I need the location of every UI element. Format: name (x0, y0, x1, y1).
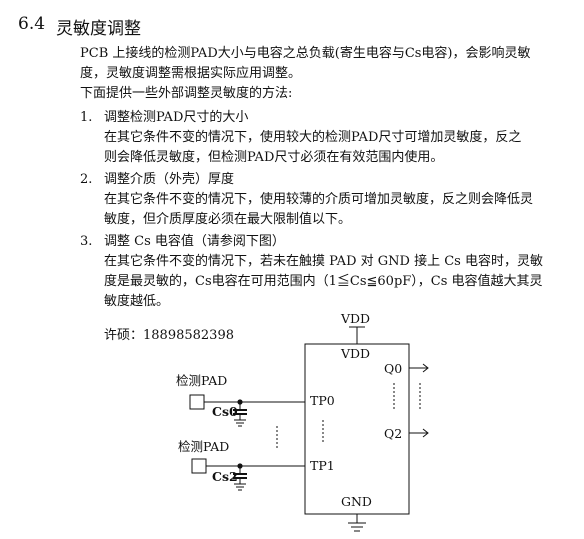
gnd-label: GND (341, 494, 372, 509)
list-item-text: 在其它条件不变的情况下，若未在触摸 PAD 对 GND 接上 Cs 电容时，灵敏 (104, 254, 543, 269)
list-item-title: 调整介质（外壳）厚度 (104, 172, 235, 187)
pad-label-1: 检测PAD (176, 373, 228, 388)
list-item-title: 调整 Cs 电容值（请参阅下图） (104, 234, 285, 249)
tp0-label: TP0 (310, 393, 335, 408)
list-item-text: 则会降低灵敏度，但检测PAD尺寸必须在有效范围内使用。 (104, 150, 444, 165)
list-item-title: 调整检测PAD尺寸的大小 (104, 110, 249, 125)
cs2-label: Cs2 (212, 469, 238, 484)
cs0-label: Cs0 (212, 404, 238, 419)
list-item-text: 度是最灵敏的，Cs电容在可用范围内（1≦Cs≦60pF），Cs 电容值越大其灵 (104, 274, 543, 289)
list-item-number: 2. (80, 172, 93, 187)
q0-label: Q0 (384, 361, 403, 376)
intro-line-2: 度，灵敏度调整需根据实际应用调整。 (80, 66, 302, 81)
list-item-text: 在其它条件不变的情况下，使用较大的检测PAD尺寸可增加灵敏度，反之 (104, 130, 522, 145)
list-item-text: 在其它条件不变的情况下，使用较薄的介质可增加灵敏度，反之则会降低灵 (104, 192, 534, 207)
q2-label: Q2 (384, 426, 403, 441)
junction-dot (237, 399, 243, 405)
list-item-text: 敏度，但介质厚度必须在最大限制值以下。 (104, 212, 352, 227)
section-title: 灵敏度调整 (56, 19, 141, 39)
arrow-right-icon (422, 428, 429, 438)
list-item-number: 1. (80, 110, 93, 125)
arrow-right-icon (422, 363, 429, 373)
intro-line-3: 下面提供一些外部调整灵敏度的方法: (80, 86, 293, 101)
list-item-text: 敏度越低。 (104, 294, 170, 309)
contact-text: 许硕：18898582398 (104, 328, 234, 343)
vdd-top-label: VDD (341, 311, 371, 326)
vdd-inner-label: VDD (341, 346, 371, 361)
touch-pad-0 (189, 394, 205, 410)
intro-line-1: PCB 上接线的检测PAD大小与电容之总负载(寄生电容与Cs电容)，会影响灵敏 (80, 46, 531, 61)
section-number: 6.4 (18, 14, 46, 34)
pad-label-2: 检测PAD (178, 439, 230, 454)
touch-pad-1 (191, 458, 207, 474)
list-item-number: 3. (80, 234, 93, 249)
tp1-label: TP1 (310, 458, 335, 473)
junction-dot (237, 463, 243, 469)
